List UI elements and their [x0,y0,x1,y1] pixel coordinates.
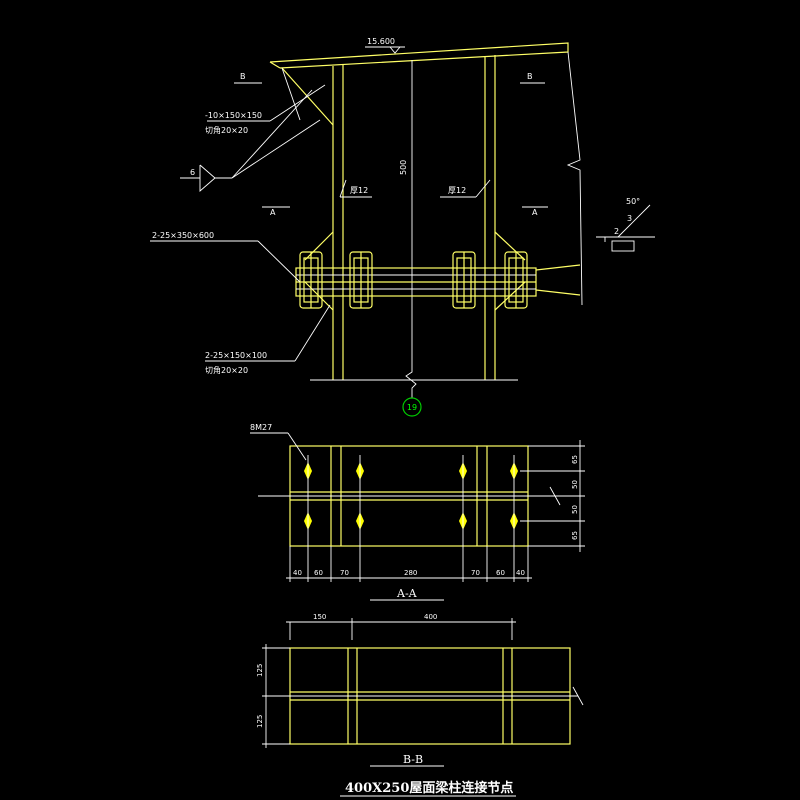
roof-beam [269,42,569,69]
axis-marker: 19 [402,397,422,417]
cut-label-b-right: B [520,72,545,84]
svg-text:280: 280 [404,569,417,577]
svg-text:50°: 50° [626,197,640,206]
svg-text:B: B [527,72,533,81]
svg-text:400: 400 [424,613,437,621]
svg-text:60: 60 [314,569,323,577]
svg-text:125: 125 [256,715,264,728]
column-right [484,55,496,380]
end-plate-assembly [295,264,581,297]
svg-text:2-25×350×600: 2-25×350×600 [152,231,214,240]
svg-text:50: 50 [571,505,579,514]
svg-text:150: 150 [313,613,326,621]
svg-text:A: A [270,208,276,217]
section-bb-title: B-B [403,753,423,766]
svg-text:65: 65 [571,531,579,540]
cut-label-b-left: B [234,72,262,84]
svg-text:400X250屋面梁柱连接节点: 400X250屋面梁柱连接节点 [345,780,513,796]
elevation-text: 15.600 [367,37,395,46]
svg-text:厚12: 厚12 [448,186,466,195]
svg-text:-10×150×150: -10×150×150 [205,111,262,120]
thickness-right-label: 厚12 [440,179,491,198]
dimension-500: 500 [399,160,408,175]
cut-label-a-right: A [522,206,548,217]
svg-text:2: 2 [614,227,619,236]
svg-text:6: 6 [190,168,195,177]
thickness-left-label: 厚12 [339,179,372,198]
bolt [299,251,323,309]
bolt [349,251,373,309]
svg-text:厚12: 厚12 [350,186,368,195]
weld-symbol-6: 6 [180,89,321,192]
svg-text:19: 19 [407,403,417,412]
plate-top-leader: -10×150×150 切角20×20 [205,84,326,135]
section-b-b: 150 400 125 125 B-B [256,613,584,767]
bolt [504,251,528,309]
svg-text:切角20×20: 切角20×20 [205,365,248,375]
svg-text:B: B [240,72,246,81]
svg-text:切角20×20: 切角20×20 [205,125,248,135]
svg-text:65: 65 [571,455,579,464]
section-aa-title: A-A [396,587,418,600]
svg-text:60: 60 [496,569,505,577]
cut-label-a-left: A [262,206,290,217]
right-break-line [566,51,583,306]
center-line [405,60,417,398]
drawing-title: 400X250屋面梁柱连接节点 [340,780,516,797]
svg-text:2-25×150×100: 2-25×150×100 [205,351,267,360]
svg-text:40: 40 [293,569,302,577]
end-plate-leader: 2-25×350×600 [150,231,301,283]
bolt-group-elevation [299,251,528,309]
svg-text:70: 70 [340,569,349,577]
svg-text:125: 125 [256,664,264,677]
stiffener-leader: 2-25×150×100 切角20×20 [205,304,331,375]
svg-text:A: A [532,208,538,217]
column-left [332,65,344,380]
svg-text:50: 50 [571,480,579,489]
svg-text:40: 40 [516,569,525,577]
elevation-mark: 15.600 [365,37,405,54]
bolt-count-label: 8M27 [250,423,272,432]
weld-detail-right: 50° 3 2 [596,197,655,252]
svg-text:500: 500 [399,160,408,175]
svg-text:3: 3 [627,214,632,223]
section-a-a: 8M27 40 60 70 280 70 60 40 65 50 50 65 A… [250,423,585,601]
svg-text:70: 70 [471,569,480,577]
bolt [452,251,476,309]
